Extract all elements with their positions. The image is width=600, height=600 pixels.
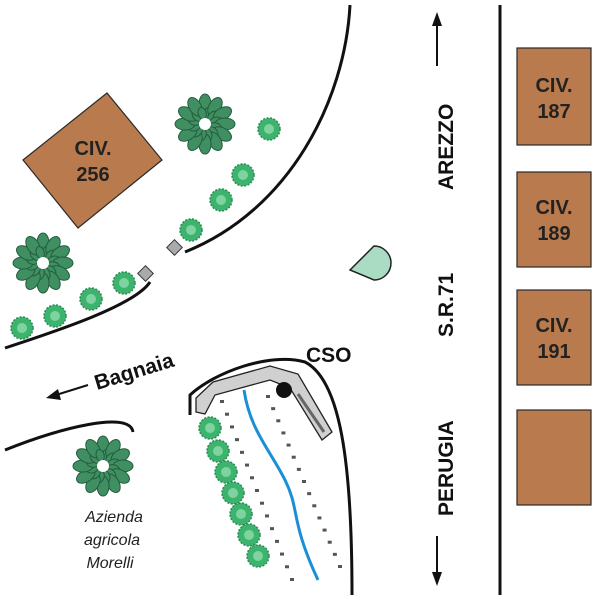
shrub-icon	[79, 287, 103, 311]
shrub-icon	[246, 544, 270, 568]
row-dot	[260, 501, 264, 505]
shrub-icon	[231, 163, 255, 187]
dome-structure	[348, 245, 392, 281]
row-dot	[276, 419, 281, 423]
shrub-icon	[10, 316, 34, 340]
shrubs	[10, 117, 281, 568]
row-dot	[280, 552, 284, 556]
shrub-icon	[221, 481, 245, 505]
row-dot	[275, 539, 279, 543]
arrow-south-icon	[432, 536, 442, 586]
arrow-bagnaia-icon	[46, 384, 89, 400]
svg-text:Azienda: Azienda	[84, 509, 143, 526]
shrub-icon	[179, 218, 203, 242]
svg-text:191: 191	[537, 341, 570, 363]
svg-text:256: 256	[76, 164, 109, 186]
row-dot	[235, 438, 239, 442]
shrub-icon	[112, 271, 136, 295]
building-civ-256: CIV. 256	[22, 92, 163, 229]
row-dot	[291, 455, 296, 459]
cso-pipe	[296, 393, 326, 433]
row-dot	[250, 476, 254, 480]
shrub-icon	[198, 416, 222, 440]
shrub-icon	[257, 117, 281, 141]
row-dot	[322, 528, 327, 532]
svg-text:CIV.: CIV.	[74, 138, 111, 160]
cso-well	[276, 382, 292, 398]
row-dot	[220, 400, 224, 403]
row-dot	[230, 425, 234, 429]
row-dot	[285, 565, 289, 569]
row-dot	[281, 431, 286, 435]
row-dot	[271, 407, 276, 411]
trees	[12, 93, 236, 497]
cso-boundary	[188, 357, 354, 596]
valve-icon	[166, 239, 183, 256]
row-dot	[245, 463, 249, 467]
shrub-icon	[206, 439, 230, 463]
direction-arezzo: AREZZO	[435, 104, 458, 190]
row-dot	[286, 443, 291, 447]
cso-label: CSO	[306, 344, 352, 367]
building-civ-187: CIV. 187	[516, 47, 592, 146]
shrub-icon	[209, 188, 233, 212]
row-dot	[290, 578, 294, 581]
arrow-north-icon	[432, 12, 442, 66]
row-dot	[338, 565, 342, 568]
tree-icon	[72, 435, 134, 497]
svg-text:189: 189	[537, 223, 570, 245]
row-dot	[307, 492, 312, 496]
svg-text:187: 187	[537, 101, 570, 123]
direction-perugia: PERUGIA	[435, 420, 458, 516]
row-dot	[270, 527, 274, 531]
road-curve-bagnaia-north	[4, 281, 152, 350]
building-civ-191: CIV. 191	[516, 289, 592, 386]
row-dot	[312, 504, 317, 508]
row-dot	[266, 395, 270, 398]
bagnaia-label: Bagnaia	[92, 349, 177, 395]
shrub-icon	[237, 523, 261, 547]
valve-icon	[137, 265, 154, 282]
svg-text:CIV.: CIV.	[535, 75, 572, 97]
tree-icon	[12, 232, 74, 294]
svg-text:Morelli: Morelli	[86, 555, 134, 572]
dotted-rows	[220, 395, 342, 581]
cso-pavement	[195, 365, 333, 441]
svg-text:CIV.: CIV.	[535, 197, 572, 219]
farm-label: Azienda agricola Morelli	[84, 509, 143, 572]
row-dot	[296, 467, 301, 471]
row-dot	[265, 514, 269, 518]
row-dot	[240, 450, 244, 454]
row-dot	[225, 412, 229, 416]
building-civ-189: CIV. 189	[516, 171, 592, 268]
row-dot	[317, 516, 322, 520]
row-dot	[332, 552, 337, 556]
road-name: S.R.71	[435, 272, 458, 337]
road-curve-north	[184, 4, 352, 254]
shrub-icon	[229, 502, 253, 526]
svg-text:CIV.: CIV.	[535, 315, 572, 337]
row-dot	[255, 489, 259, 492]
row-dot	[327, 540, 332, 544]
shrub-icon	[43, 304, 67, 328]
shrub-icon	[214, 460, 238, 484]
tree-icon	[174, 93, 236, 155]
svg-text:agricola: agricola	[84, 532, 140, 549]
road-curve-bagnaia-south	[4, 420, 135, 452]
building-unlabeled	[516, 409, 592, 506]
water-channel	[242, 389, 320, 581]
row-dot	[302, 480, 306, 483]
